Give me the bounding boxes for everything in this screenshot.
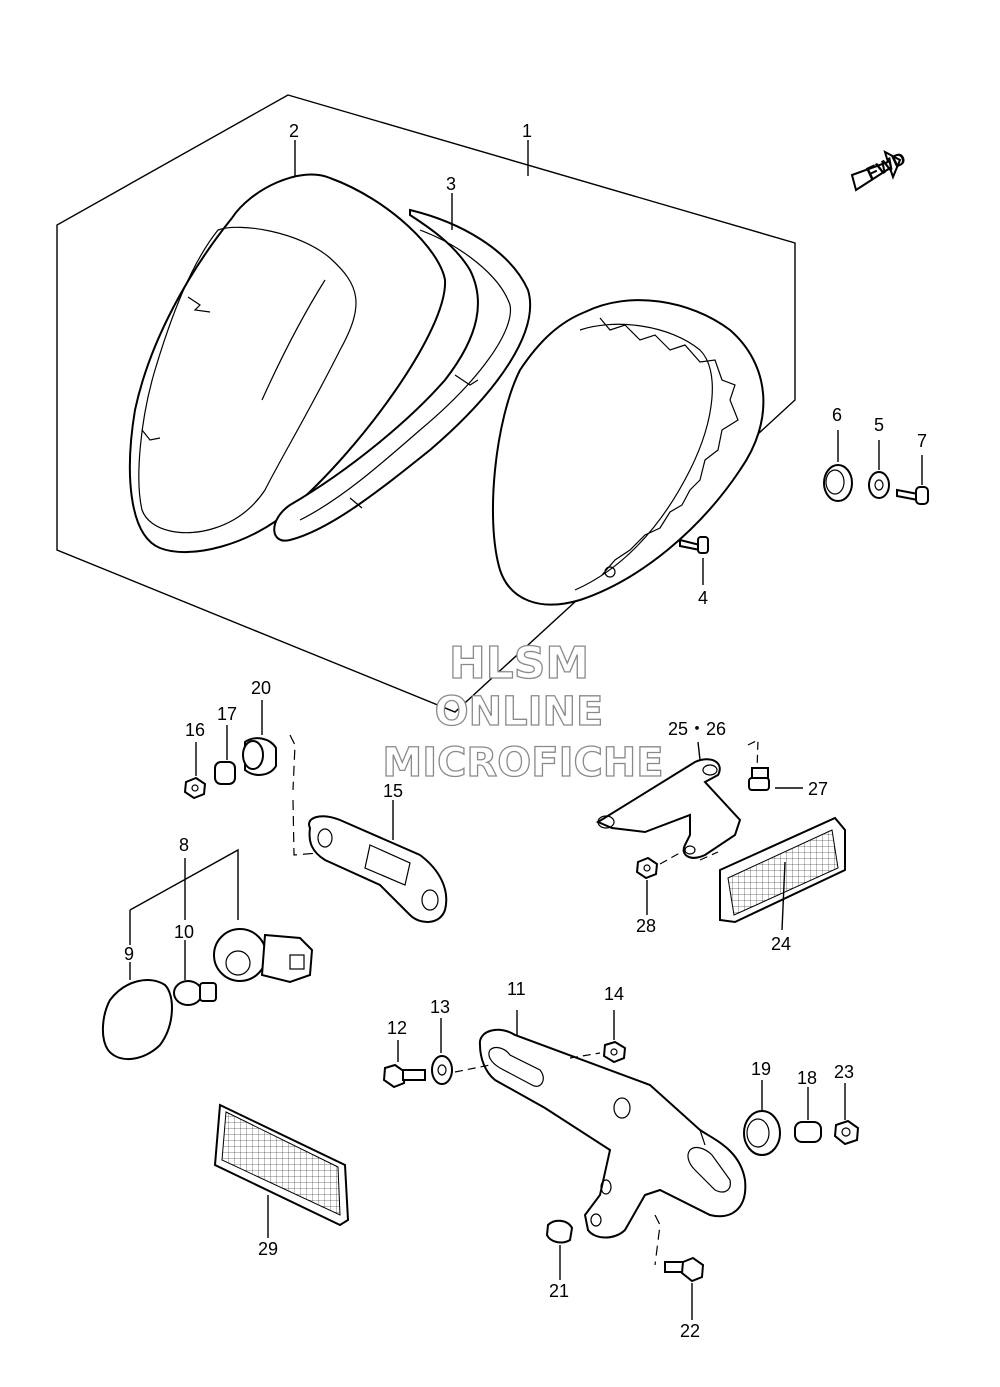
callout-10: 10 [174, 922, 194, 942]
callout-23: 23 [834, 1062, 854, 1082]
callout-9: 9 [124, 944, 134, 964]
fwd-arrow-icon [850, 149, 902, 192]
callout-22: 22 [680, 1321, 700, 1341]
leader-dash-22 [654, 1214, 661, 1266]
grommet-part-19 [743, 1080, 781, 1156]
watermark-line-1: HLSM [449, 638, 589, 689]
grommet-part-20 [242, 700, 277, 776]
rim-part-3 [273, 208, 532, 542]
callout-21: 21 [549, 1281, 569, 1301]
callout-28: 28 [636, 916, 656, 936]
callout-24: 24 [771, 934, 791, 954]
callout-18: 18 [797, 1068, 817, 1088]
nut-part-23 [833, 1083, 860, 1146]
callout-5: 5 [874, 415, 884, 435]
screw-part-4 [679, 536, 709, 585]
callout-14: 14 [604, 984, 624, 1004]
callout-4: 4 [698, 588, 708, 608]
cover-part-2 [128, 173, 447, 554]
callout-19: 19 [751, 1059, 771, 1079]
bracket-part-15 [308, 800, 448, 923]
collar-part-18 [794, 1087, 822, 1143]
nut-part-14 [602, 1010, 627, 1064]
callout-29: 29 [258, 1239, 278, 1259]
callout-7: 7 [917, 431, 927, 451]
bolt-part-12 [382, 1040, 426, 1089]
callout-11: 11 [507, 979, 526, 999]
bracket-bolt-stub [699, 1129, 706, 1146]
callout-25-26: 25・26 [668, 719, 726, 739]
callout-12: 12 [387, 1018, 407, 1038]
reflector-part-29 [213, 1103, 350, 1238]
leader-dash-27 [747, 739, 759, 771]
callout-15: 15 [383, 781, 403, 801]
callout-2: 2 [289, 121, 299, 141]
callout-13: 13 [430, 997, 450, 1017]
leader-dash-15 [289, 734, 331, 856]
bracket-part-11 [478, 1010, 747, 1239]
leader-dash-14 [569, 1052, 601, 1059]
collar-part-21 [545, 1219, 574, 1280]
screw-part-27 [748, 767, 803, 791]
leader-group-8-9-10 [129, 848, 239, 945]
socket-part-8 [213, 928, 314, 984]
nut-part-28 [635, 856, 659, 915]
watermark-line-2: ONLINE [435, 689, 604, 735]
bulb-part-10 [173, 940, 217, 1006]
callout-17: 17 [217, 704, 237, 724]
washer-part-13 [431, 1018, 453, 1085]
bolt-part-22 [664, 1256, 705, 1320]
assembly-frame [56, 94, 796, 713]
screw-part-7 [896, 455, 929, 505]
callout-16: 16 [185, 720, 205, 740]
leader-dash-13 [454, 1064, 491, 1073]
callout-20: 20 [251, 678, 271, 698]
reflector-part-24 [719, 816, 846, 931]
callout-6: 6 [832, 405, 842, 425]
collar-part-17 [214, 725, 236, 785]
callout-1: 1 [522, 121, 532, 141]
grommet-part-6 [823, 430, 853, 502]
washer-part-5 [868, 440, 890, 499]
nut-part-16 [183, 742, 207, 800]
leader-dash-28 [659, 849, 719, 865]
reflector-housing [491, 299, 765, 606]
callout-27: 27 [808, 779, 828, 799]
callout-8: 8 [179, 835, 189, 855]
callout-3: 3 [446, 174, 456, 194]
watermark-line-3: MICROFICHE [382, 740, 663, 786]
bracket-part-25 [595, 741, 742, 859]
lens-part-9 [102, 962, 173, 1061]
